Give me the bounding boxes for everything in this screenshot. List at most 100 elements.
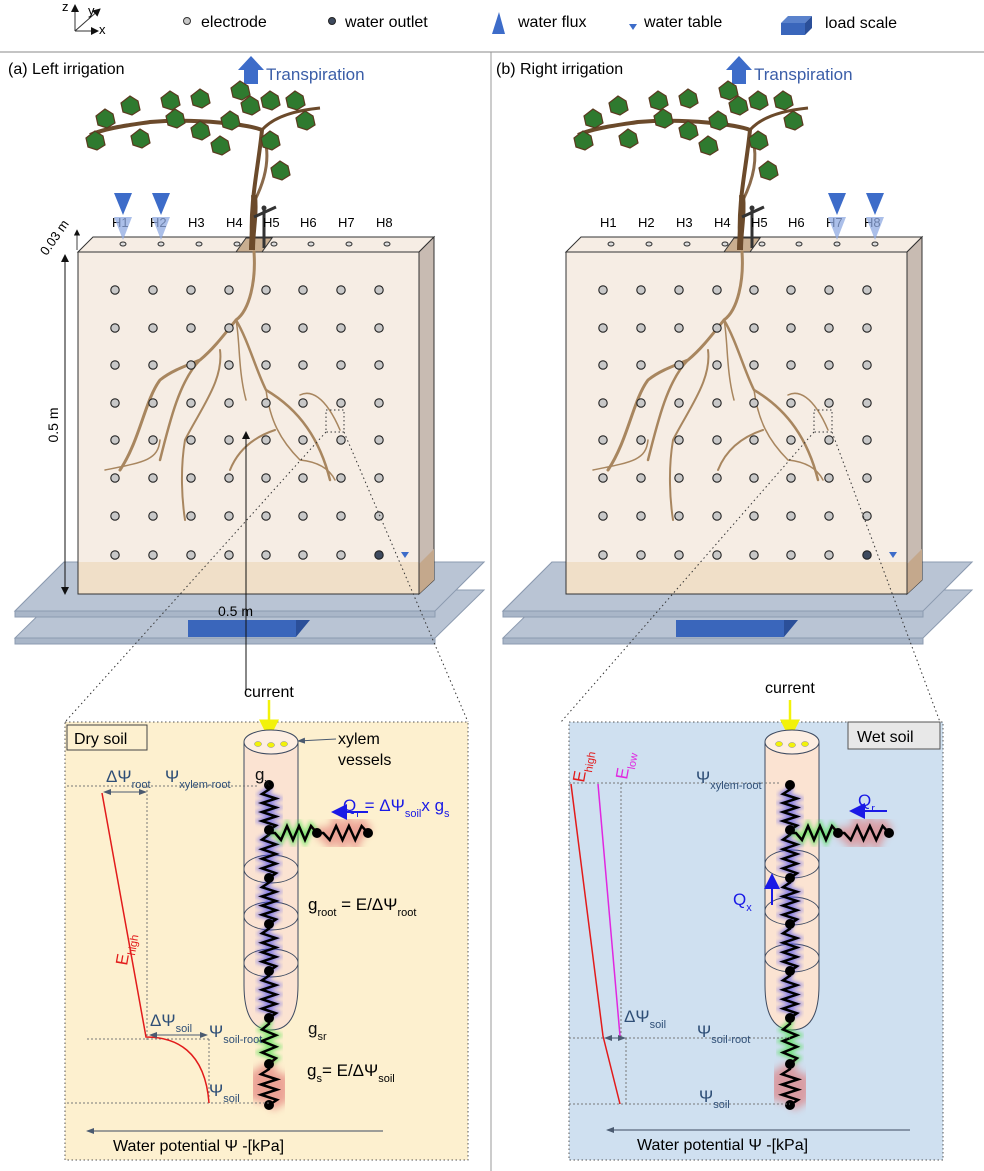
network-node: [785, 966, 795, 976]
root-branch: [717, 429, 764, 471]
root-branch: [753, 389, 824, 481]
saturated-zone: [566, 562, 907, 594]
water-flux-icon: [114, 193, 132, 215]
electrode: [598, 323, 608, 333]
electrode: [824, 511, 834, 521]
electrode: [636, 550, 646, 560]
dpsi-soil-label-sub: soil: [176, 1023, 193, 1035]
electrode: [749, 398, 759, 408]
psi-soil-label-base: Ψ: [209, 1081, 223, 1100]
network-node: [785, 919, 795, 929]
transpiration-arrow-icon: [238, 56, 264, 84]
vine-leaf-icon: [773, 90, 794, 111]
column-label-h1: H1: [600, 215, 617, 230]
electrode: [712, 435, 722, 445]
panel-left: (a) Left irrigationTranspirationH1H2H3H4…: [8, 56, 486, 1161]
vine-leaf-icon: [230, 80, 251, 101]
legend-water-flux-label: water flux: [517, 14, 586, 31]
xylem-resistor-icon: [778, 785, 802, 832]
water-potential-axis-label: Water potential Ψ -[kPa]: [637, 1137, 808, 1154]
electrode: [862, 435, 872, 445]
surface-electrode: [195, 241, 203, 247]
electrode: [336, 511, 346, 521]
electrode: [749, 473, 759, 483]
psi-xylem-root-label-sub: xylem-root: [179, 779, 230, 791]
electrode: [674, 550, 684, 560]
soil-label: Dry soil: [74, 731, 127, 748]
top-dimension-label: 0.03 m: [37, 217, 72, 258]
axis-y-label: y: [88, 3, 95, 18]
electrode: [336, 435, 346, 445]
electrode: [786, 550, 796, 560]
column-label-h4: H4: [714, 215, 731, 230]
electrode: [148, 323, 158, 333]
electrode: [186, 323, 196, 333]
column-label-h3: H3: [676, 215, 693, 230]
root-branch: [787, 392, 829, 431]
vine-leaf-icon: [678, 120, 699, 141]
dpsi-soil-label-sub: soil: [650, 1019, 667, 1031]
electrode: [224, 473, 234, 483]
psi-soil-root-label: Ψsoil-root: [209, 1022, 262, 1046]
root-top: [243, 729, 299, 755]
electrode: [298, 285, 308, 295]
vine-leaf-icon: [783, 110, 804, 131]
electrode: [148, 435, 158, 445]
electrode: [148, 473, 158, 483]
xylem-resistor-icon: [779, 971, 801, 1020]
water-flux-icon: [152, 193, 170, 215]
legend-electrode-label: electrode: [201, 14, 267, 31]
gx-label-sub: x: [264, 777, 270, 789]
electrode: [224, 550, 234, 560]
xylem-resistor-icon: [258, 830, 280, 880]
e-low-label-sub: low: [626, 752, 641, 770]
xylem-resistor-icon: [778, 878, 802, 926]
xylem-vessel: [801, 741, 809, 747]
vine-leaf-icon: [728, 95, 749, 116]
resistor-network: [759, 780, 894, 1111]
electrode: [674, 323, 684, 333]
vine-leaf-icon: [165, 108, 186, 129]
electrode: [674, 285, 684, 295]
surface-electrode: [795, 241, 803, 247]
electrode: [824, 435, 834, 445]
electrode: [374, 473, 384, 483]
gsr-label-sub: sr: [317, 1031, 327, 1043]
electrode: [786, 473, 796, 483]
root-branch: [668, 349, 710, 521]
electrode: [110, 285, 120, 295]
vine-leaf-icon: [285, 90, 306, 111]
electrode: [824, 473, 834, 483]
water-flux-icon: [866, 193, 884, 215]
axis-z-label: z: [62, 0, 69, 14]
surface-electrode: [270, 241, 278, 247]
radial-soil-resistor-icon: [838, 822, 890, 844]
vine-leaf-icon: [295, 110, 316, 131]
electrode: [749, 323, 759, 333]
electrode: [598, 398, 608, 408]
electrode: [224, 511, 234, 521]
network-node: [312, 828, 322, 838]
electrode: [712, 285, 722, 295]
electrode: [636, 323, 646, 333]
gsr-label: gsr: [308, 1019, 327, 1043]
electrode: [374, 511, 384, 521]
radial-resistor-icon: [269, 822, 318, 844]
e-high-curve: [101, 792, 210, 1104]
e-high-label-base: E: [112, 952, 133, 966]
psi-soil-label: Ψsoil: [209, 1081, 240, 1105]
network-node: [833, 828, 843, 838]
electrode: [186, 473, 196, 483]
electrode: [786, 435, 796, 445]
electrode: [598, 511, 608, 521]
electrode: [712, 473, 722, 483]
e-low-line: [597, 783, 621, 1037]
electrode: [786, 360, 796, 370]
surface-electrode: [833, 241, 841, 247]
electrode: [261, 511, 271, 521]
tank-side-face: [418, 235, 435, 596]
soil-root-resistor-icon: [258, 1018, 280, 1065]
electrode: [110, 360, 120, 370]
